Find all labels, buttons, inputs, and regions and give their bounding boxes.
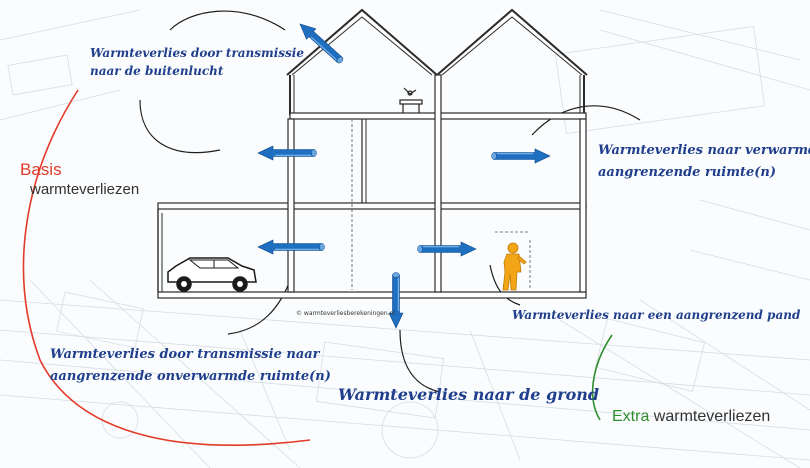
car-icon bbox=[167, 257, 257, 292]
extra-category: Extra warmteverliezen bbox=[612, 408, 770, 426]
arrow-icon bbox=[491, 148, 551, 164]
label-unheated-adjacent-rooms: Warmteverlies door transmissie naar aang… bbox=[50, 344, 331, 388]
basis-subtitle: warmteverliezen bbox=[30, 181, 140, 198]
heat-loss-arrows bbox=[257, 23, 551, 329]
copyright-notice: © warmteverliesberekeningen.nl bbox=[296, 310, 396, 317]
label-line: Warmteverlies door transmissie bbox=[90, 46, 305, 60]
label-transmission-outside-air: Warmteverlies door transmissie naar de b… bbox=[90, 44, 304, 80]
label-line: Warmteverlies naar verwarmde bbox=[598, 143, 810, 158]
extra-word: Extra bbox=[612, 408, 650, 425]
basis-bracket bbox=[22, 89, 311, 446]
label-adjacent-building: Warmteverlies naar een aangrenzend pand bbox=[512, 308, 801, 322]
arrow-icon bbox=[257, 145, 317, 161]
building bbox=[157, 8, 588, 299]
blueprint-background bbox=[0, 9, 810, 468]
arrow-icon bbox=[299, 23, 344, 64]
arrow-icon bbox=[388, 272, 404, 329]
label-heated-adjacent-rooms: Warmteverlies naar verwarmde aangrenzend… bbox=[598, 140, 810, 184]
label-ground: Warmteverlies naar de grond bbox=[338, 385, 600, 404]
desk-chair-icon bbox=[399, 87, 423, 113]
basis-word: Basis bbox=[20, 160, 62, 179]
label-line: aangrenzende onverwarmde ruimte(n) bbox=[50, 369, 331, 384]
arrow-icon bbox=[257, 239, 325, 255]
arrow-icon bbox=[417, 241, 477, 257]
person-icon bbox=[502, 242, 527, 291]
extra-subtitle: warmteverliezen bbox=[653, 408, 771, 425]
label-line: aangrenzende ruimte(n) bbox=[598, 165, 776, 180]
dimension-lines bbox=[351, 119, 531, 290]
label-line: Warmteverlies door transmissie naar bbox=[50, 347, 320, 362]
label-line: naar de buitenlucht bbox=[90, 64, 224, 78]
extra-bracket bbox=[591, 334, 613, 421]
basis-category: Basis warmteverliezen bbox=[20, 160, 139, 200]
